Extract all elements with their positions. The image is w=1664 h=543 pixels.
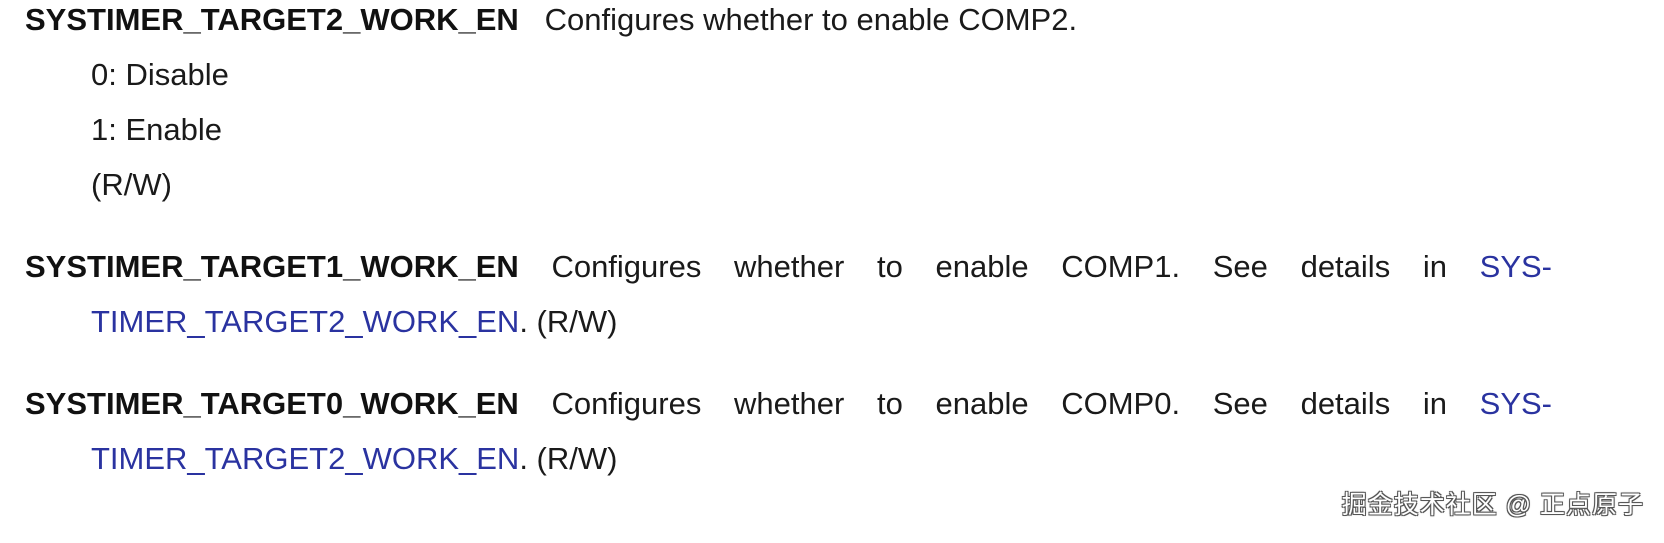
- field-description-target2: Configures whether to enable COMP2.: [544, 2, 1078, 37]
- desc-word: COMP1.: [1061, 249, 1181, 284]
- entry-target1-continuation: TIMER_TARGET2_WORK_EN. (R/W): [91, 302, 617, 342]
- desc-word: in: [1422, 386, 1447, 421]
- desc-word: in: [1422, 249, 1447, 284]
- watermark: 掘金技术社区 @ 正点原子: [1341, 491, 1644, 519]
- cross-reference-link-part2[interactable]: TIMER_TARGET2_WORK_EN: [91, 304, 520, 339]
- cross-reference-link-part1[interactable]: SYS-: [1479, 249, 1552, 284]
- desc-word: See: [1212, 386, 1268, 421]
- access-type-target2: (R/W): [91, 167, 172, 202]
- desc-word: Configures: [551, 249, 702, 284]
- field-name-target1: SYSTIMER_TARGET1_WORK_EN: [25, 249, 519, 284]
- desc-word: details: [1300, 249, 1391, 284]
- field-name-target2: SYSTIMER_TARGET2_WORK_EN: [25, 2, 519, 37]
- entry-target1-heading: SYSTIMER_TARGET1_WORK_EN Configures whet…: [25, 247, 1552, 287]
- cross-reference-link-part2[interactable]: TIMER_TARGET2_WORK_EN: [91, 441, 520, 476]
- desc-word: details: [1300, 386, 1391, 421]
- desc-word: enable: [935, 249, 1029, 284]
- cross-reference-link-part1[interactable]: SYS-: [1479, 386, 1552, 421]
- entry-target2-heading: SYSTIMER_TARGET2_WORK_EN Configures whet…: [25, 0, 1077, 40]
- desc-word: COMP0.: [1061, 386, 1181, 421]
- field-name-target0: SYSTIMER_TARGET0_WORK_EN: [25, 386, 519, 421]
- desc-word: whether: [734, 386, 845, 421]
- desc-word: whether: [734, 249, 845, 284]
- entry-target0-heading: SYSTIMER_TARGET0_WORK_EN Configures whet…: [25, 384, 1552, 424]
- value-option-disable: 0: Disable: [91, 57, 229, 92]
- access-type-target0: . (R/W): [519, 441, 618, 476]
- desc-word: enable: [935, 386, 1029, 421]
- desc-word: Configures: [551, 386, 702, 421]
- desc-word: to: [876, 386, 903, 421]
- value-option-enable: 1: Enable: [91, 112, 222, 147]
- desc-word: See: [1212, 249, 1268, 284]
- desc-word: to: [876, 249, 903, 284]
- access-type-target1: . (R/W): [519, 304, 618, 339]
- entry-target0-continuation: TIMER_TARGET2_WORK_EN. (R/W): [91, 439, 617, 479]
